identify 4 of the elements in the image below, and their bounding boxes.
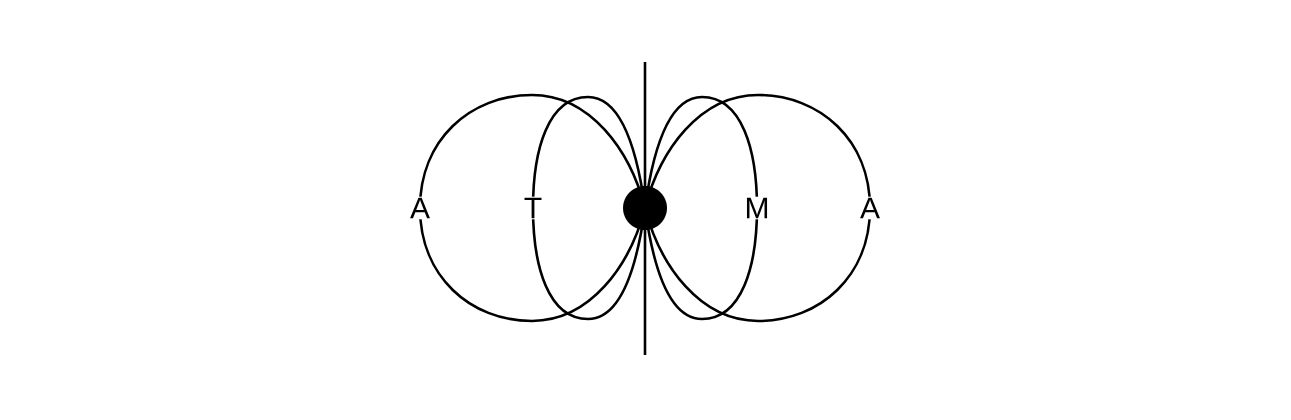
letter-label: A (409, 196, 431, 220)
letter-label: A (859, 196, 881, 220)
letter-label: M (743, 196, 771, 220)
letter-label: T (522, 196, 544, 220)
